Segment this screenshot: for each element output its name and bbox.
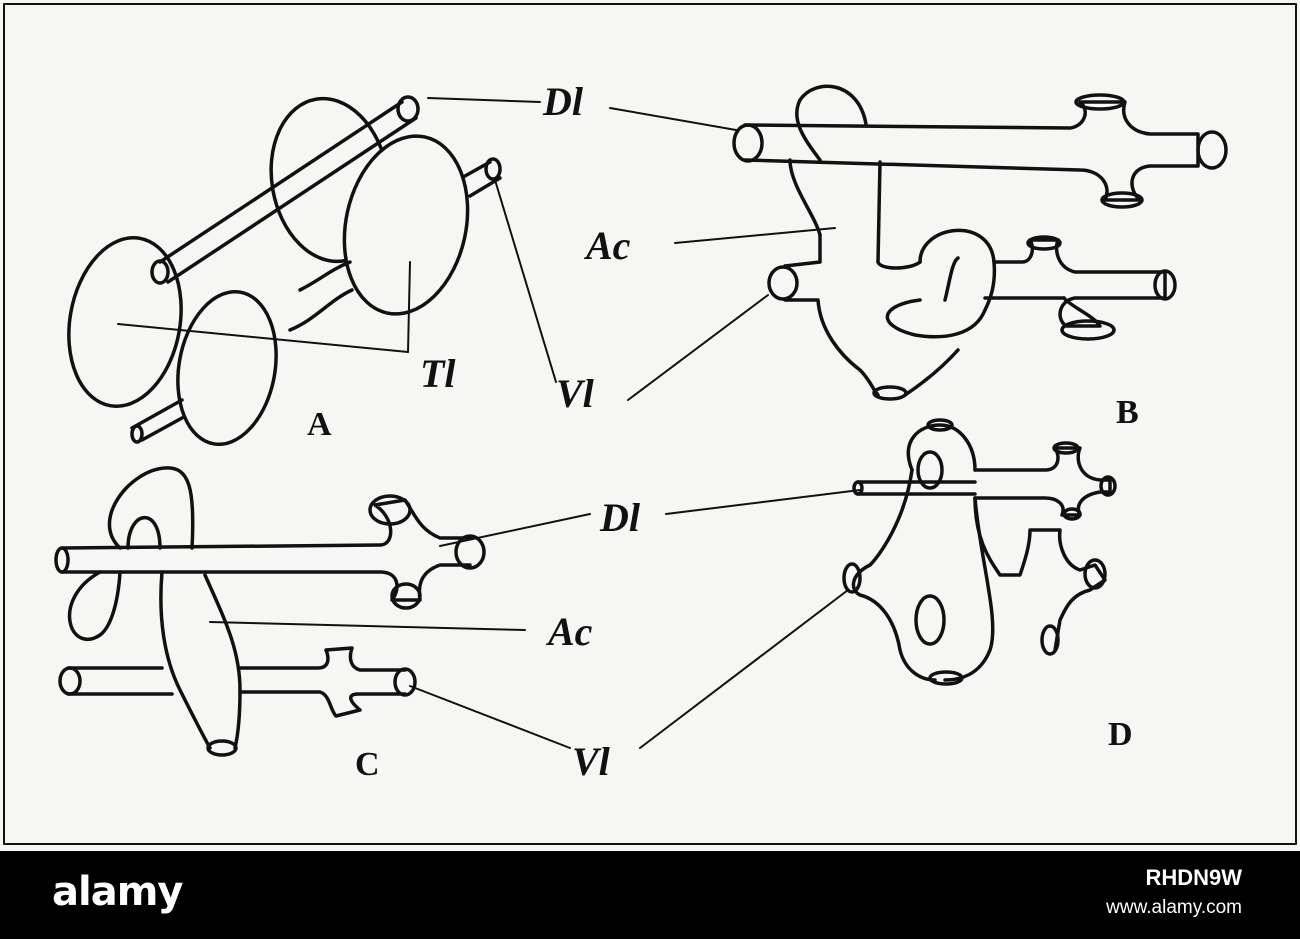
label-vl-top: Vl: [556, 371, 594, 416]
label-tl: Tl: [420, 351, 456, 396]
figure-frame: [3, 3, 1297, 845]
site-url: www.alamy.com: [1106, 897, 1242, 918]
label-vl-bottom: Vl: [572, 739, 610, 784]
anatomy-diagram: [3, 3, 1297, 845]
leader-lines: [117, 97, 861, 749]
panel-d-drawing: [842, 418, 1117, 686]
panel-label-b: B: [1116, 394, 1139, 431]
panel-a-drawing: [67, 95, 502, 447]
panel-b-drawing: [732, 84, 1228, 401]
label-ac-bottom: Ac: [548, 609, 593, 654]
panel-label-a: A: [307, 406, 332, 443]
panel-c-drawing: [54, 466, 486, 757]
label-dl-top: Dl: [543, 79, 583, 124]
panel-label-c: C: [355, 746, 380, 783]
alamy-logo: alamy: [52, 869, 183, 915]
image-id: RHDN9W: [1145, 865, 1242, 890]
watermark-footer: alamy RHDN9W www.alamy.com: [0, 851, 1300, 939]
label-dl-bottom: Dl: [600, 495, 640, 540]
panel-label-d: D: [1108, 716, 1133, 753]
label-ac-top: Ac: [586, 223, 631, 268]
